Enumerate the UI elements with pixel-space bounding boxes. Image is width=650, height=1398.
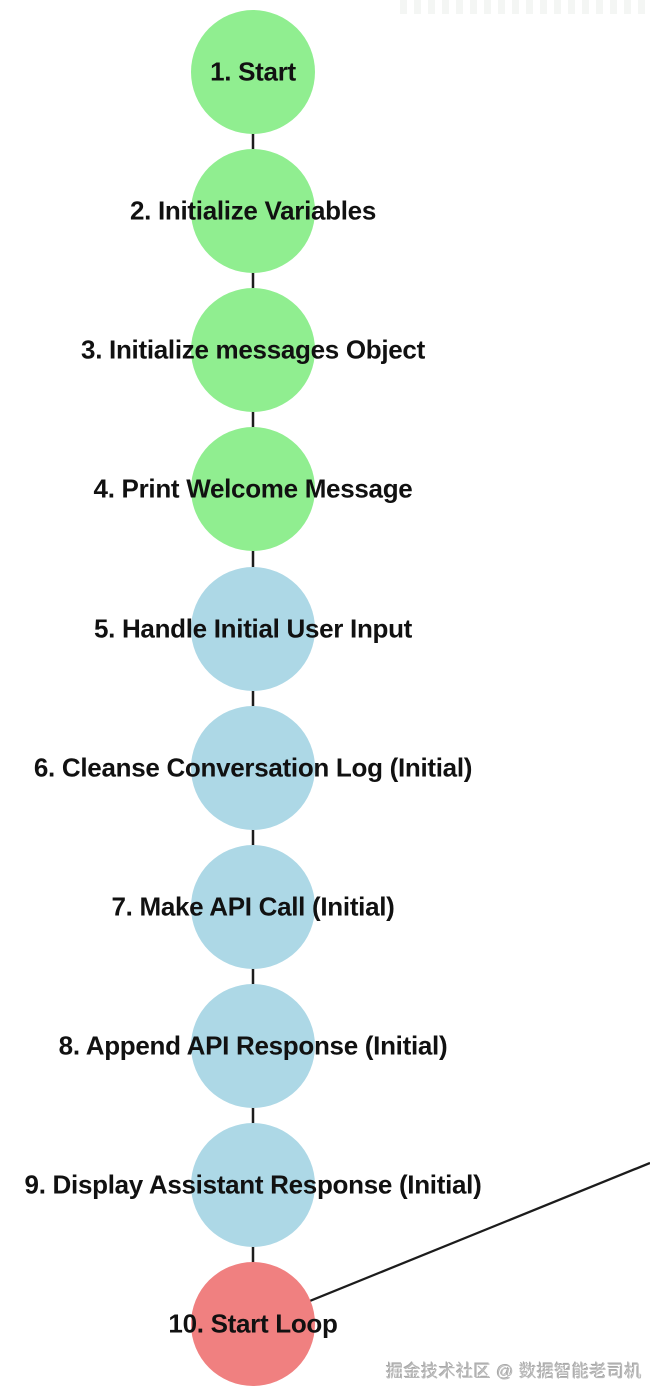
node-make-api-call-label: 7. Make API Call (Initial) — [111, 891, 395, 922]
node-cleanse-conversation-log-circle[interactable] — [191, 706, 315, 830]
node-start-label: 1. Start — [210, 56, 296, 87]
edge-loop-offscreen — [252, 1161, 650, 1326]
watermark-text: 掘金技术社区 @ 数据智能老司机 — [386, 1362, 642, 1381]
node-cleanse-conversation-log-label: 6. Cleanse Conversation Log (Initial) — [33, 752, 473, 783]
node-start-circle[interactable] — [191, 10, 315, 134]
node-handle-initial-user-input-circle[interactable] — [191, 567, 315, 691]
node-start-loop-circle[interactable] — [191, 1262, 315, 1386]
node-print-welcome-message-label: 4. Print Welcome Message — [93, 473, 413, 504]
node-initialize-variables-label: 2. Initialize Variables — [129, 195, 377, 226]
node-handle-initial-user-input-label: 5. Handle Initial User Input — [93, 613, 413, 644]
node-initialize-messages-object-label: 3. Initialize messages Object — [81, 334, 425, 365]
node-start-loop-label: 10. Start Loop — [168, 1308, 338, 1339]
node-initialize-messages-object-circle[interactable] — [191, 288, 315, 412]
node-append-api-response-label: 8. Append API Response (Initial) — [58, 1030, 448, 1061]
node-initialize-variables-circle[interactable] — [191, 149, 315, 273]
node-make-api-call-circle[interactable] — [191, 845, 315, 969]
faint-watermark-artifact — [400, 0, 650, 14]
node-print-welcome-message-circle[interactable] — [191, 427, 315, 551]
node-display-assistant-response-circle[interactable] — [191, 1123, 315, 1247]
node-display-assistant-response-label: 9. Display Assistant Response (Initial) — [24, 1169, 482, 1200]
node-append-api-response-circle[interactable] — [191, 984, 315, 1108]
